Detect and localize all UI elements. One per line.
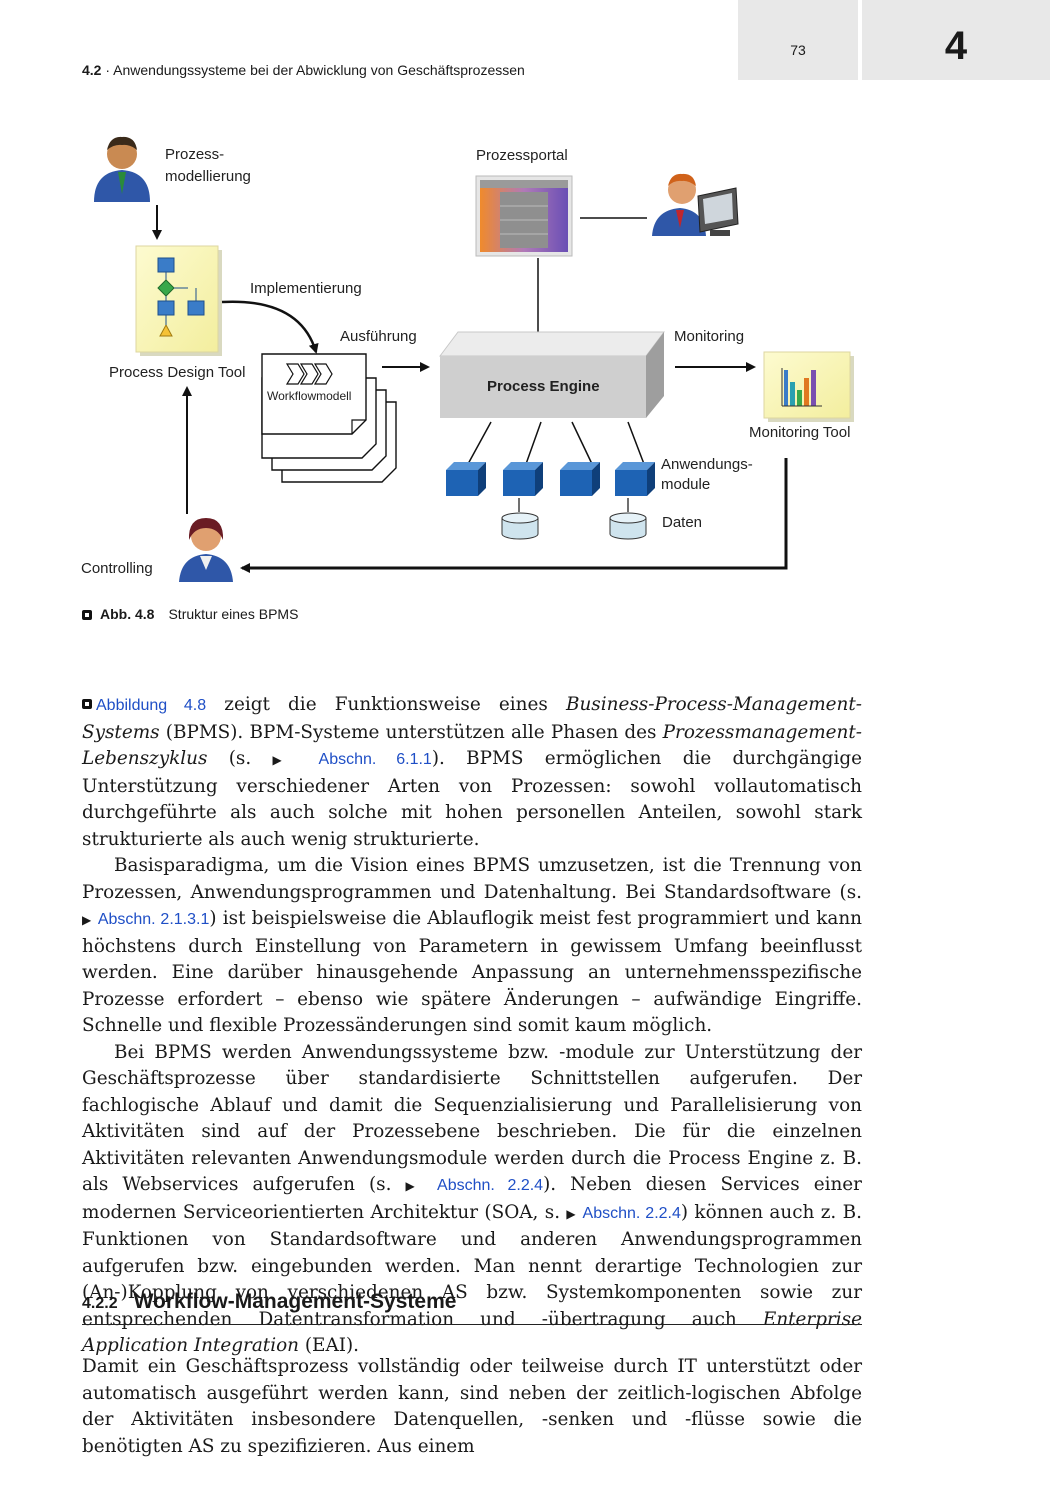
page-number: 73 [738,0,858,80]
bpms-figure: Prozess- modellierung Prozessportal Impl… [60,120,920,600]
section-ref-link[interactable]: Abschn. 2.1.3.1 [97,911,210,928]
engine-module-line-3 [571,421,593,465]
link-arrow-icon: ▶ [82,913,92,927]
application-module-cube-4 [615,462,655,496]
implementation-arrow [221,300,319,354]
link-arrow-icon: ▶ [272,753,298,767]
label-prozess-modellierung-2: modellierung [165,168,251,185]
label-monitoring: Monitoring [674,328,745,345]
paragraph-3: Bei BPMS werden Anwendungssysteme bzw. -… [82,1040,862,1360]
workflow-model-stack-icon [261,353,397,483]
p2-text-1: Basisparadigma, um die Vision eines BPMS… [82,855,862,903]
engine-module-line-2 [525,421,542,465]
figure-caption: Abb. 4.8 Struktur eines BPMS [82,606,298,622]
application-module-cube-1 [446,462,486,496]
label-anwendungsmodule-1: Anwendungs- [661,456,753,473]
engine-module-line-4 [627,421,645,465]
caption-text: Struktur eines BPMS [168,606,299,622]
figure-ref-link[interactable]: Abbildung 4.8 [96,697,207,714]
running-head-number: 4.2 [82,62,102,78]
label-workflowmodell: Workflowmodell [267,389,352,403]
p1-text-3: (s. [207,748,273,769]
figure-ref-square-icon [82,699,92,709]
process-design-tool-icon [135,245,222,356]
caption-square-icon [82,610,92,621]
p1-text-4: ). BPMS ermöglichen die durchgängige Unt… [82,748,862,850]
label-prozessportal: Prozessportal [476,147,568,164]
database-icon-1 [501,498,539,540]
process-engine-box [439,331,665,418]
section-title: Workflow-Management-Systeme [133,1290,457,1313]
p1-text-1: zeigt die Funktionsweise eines [206,694,566,715]
running-head: 4.2 · Anwendungssysteme bei der Abwicklu… [82,62,525,78]
monitoring-tool-icon [763,351,854,422]
body-text-block-2: Damit ein Geschäftsprozess vollständig o… [82,1354,862,1460]
engine-module-line-1 [467,421,492,465]
p1-emphasis-1: Business-Process-Management-Systems [82,694,862,743]
modeller-person-icon [94,136,150,202]
link-arrow-icon: ▶ [566,1206,577,1221]
label-monitoring-tool: Monitoring Tool [749,424,851,441]
process-portal-icon [475,175,573,257]
label-implementierung: Implementierung [250,280,362,297]
label-ausfuehrung: Ausführung [340,328,417,345]
label-process-engine: Process Engine [487,378,600,395]
p2-text-2: ) ist beispielsweise die Ablauflogik mei… [82,908,863,1036]
p3-text-4: (EAI). [299,1335,360,1356]
section-number: 4.2.2 [82,1295,118,1312]
section-ref-link[interactable]: Abschn. 6.1.1 [318,751,432,768]
label-prozess-modellierung-1: Prozess- [165,146,225,163]
body-text-block: Abbildung 4.8 zeigt die Funktionsweise e… [82,692,862,1360]
application-module-cube-2 [503,462,543,496]
paragraph-1: Abbildung 4.8 zeigt die Funktionsweise e… [82,692,862,853]
paragraph-4: Damit ein Geschäftsprozess vollständig o… [82,1356,862,1457]
caption-label: Abb. 4.8 [100,606,155,622]
section-ref-link[interactable]: Abschn. 2.2.4 [582,1204,681,1222]
p1-text-2: (BPMS). BPM-Systeme unterstützen alle Ph… [159,721,663,743]
p1-emphasis-2: Prozessmanagement-Lebenszyklus [82,721,862,770]
chapter-number: 4 [862,0,1050,80]
link-arrow-icon: ▶ [405,1179,423,1193]
label-anwendungsmodule-2: module [661,476,711,493]
bpms-diagram [94,136,854,582]
p3-text-1: Bei BPMS werden Anwendungssysteme bzw. -… [82,1041,862,1196]
running-head-title: · Anwendungssysteme bei der Abwicklung v… [101,62,525,78]
application-module-cube-3 [560,462,600,496]
label-process-design-tool: Process Design Tool [109,364,246,381]
label-controlling: Controlling [81,560,153,577]
controlling-person-icon [179,518,233,582]
label-daten: Daten [662,514,703,531]
section-heading: 4.2.2 Workflow-Management-Systeme [82,1290,862,1325]
controlling-feedback-arrow [240,458,788,573]
paragraph-2: Basisparadigma, um die Vision eines BPMS… [82,853,862,1040]
section-ref-link[interactable]: Abschn. 2.2.4 [437,1177,544,1194]
portal-user-icon [652,173,739,236]
database-icon-2 [609,498,647,540]
p3-text-2: ). Neben diesen Services einer modernen … [82,1174,862,1223]
